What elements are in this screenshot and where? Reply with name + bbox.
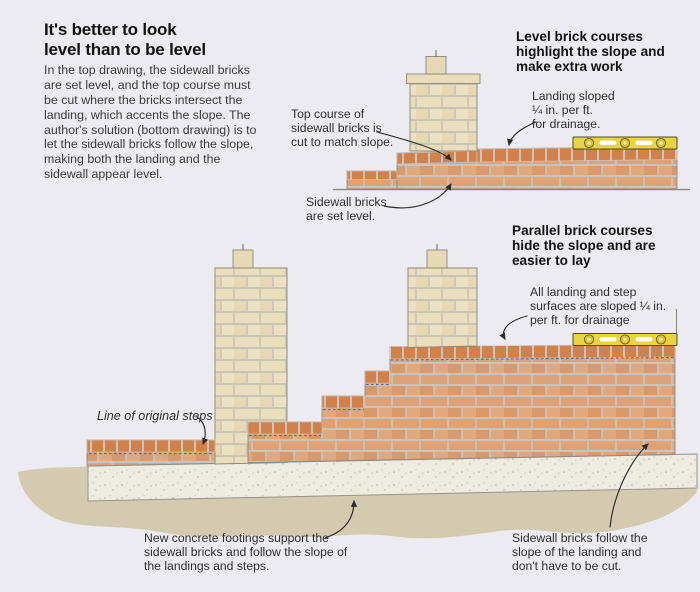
label-line-of-original-steps: Line of original steps <box>97 409 213 423</box>
caption-sidewall-follow: Sidewall bricks follow the slope of the … <box>512 531 648 574</box>
level-tool-top <box>572 136 678 150</box>
pier-post-stub-left <box>232 249 254 269</box>
article-title: It's better to look level than to be lev… <box>44 20 206 60</box>
top-diagram-heading: Level brick courses highlight the slope … <box>516 29 665 75</box>
label-landing-sloped: Landing sloped ¼ in. per ft. for drainag… <box>532 89 615 132</box>
pier-cap <box>406 73 481 84</box>
brick-pier-left <box>214 267 288 465</box>
brick-pier-right <box>407 267 478 348</box>
stepped-sidewall <box>247 344 676 463</box>
label-surfaces-sloped: All landing and step surfaces are sloped… <box>530 285 667 328</box>
level-tool-bottom <box>572 333 678 346</box>
label-top-course: Top course of sidewall bricks is cut to … <box>291 107 394 150</box>
bottom-diagram <box>18 244 698 539</box>
brick-pier-top <box>409 82 478 152</box>
bottom-diagram-arrows <box>196 315 649 539</box>
top-diagram <box>333 50 690 209</box>
bottom-diagram-heading: Parallel brick courses hide the slope an… <box>512 223 656 269</box>
pier-post-stub-right <box>426 249 448 269</box>
label-sidewall-level: Sidewall bricks are set level. <box>306 195 387 224</box>
pier-post-stub <box>425 56 447 75</box>
line-of-original-steps-dashes <box>89 356 675 455</box>
cut-top-course <box>396 150 478 165</box>
caption-footings: New concrete footings support the sidewa… <box>144 531 348 574</box>
article-intro-text: In the top drawing, the sidewall bricks … <box>44 63 257 182</box>
top-diagram-arrows <box>376 121 537 209</box>
